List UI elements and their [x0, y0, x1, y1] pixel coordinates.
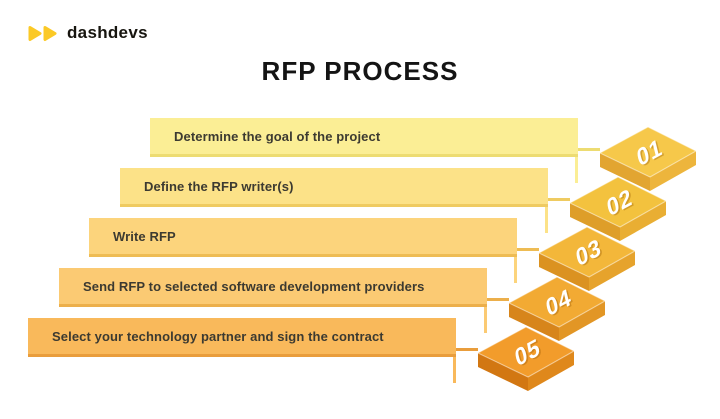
badge-left-face	[509, 303, 559, 341]
step-label: Determine the goal of the project	[174, 128, 381, 144]
badge-top-face	[538, 226, 636, 278]
logo: dashdevs	[28, 23, 148, 43]
logo-text: dashdevs	[67, 23, 148, 42]
badge-right-face	[528, 351, 574, 391]
step-bar: Define the RFP writer(s)	[120, 168, 548, 207]
badge-right-face	[620, 201, 666, 241]
step-number-badge: 02 02	[569, 176, 667, 241]
badge-left-face	[478, 353, 528, 391]
connector-stub	[575, 157, 578, 183]
connector-line	[517, 248, 539, 251]
badge-top-face	[477, 326, 575, 378]
step-label: Write RFP	[113, 228, 176, 244]
step-number-badge: 03 03	[538, 226, 636, 291]
step-label: Select your technology partner and sign …	[52, 328, 384, 344]
badge-right-face	[559, 301, 605, 341]
badge-left-face	[539, 253, 589, 291]
badge-top-face	[599, 126, 697, 178]
step-number-badge: 04 04	[508, 276, 606, 341]
connector-line	[578, 148, 600, 151]
badge-right-face	[650, 151, 696, 191]
step-label: Send RFP to selected software developmen…	[83, 278, 425, 294]
badge-left-face	[570, 203, 620, 241]
step-bar: Write RFP	[89, 218, 517, 257]
step-number-badge: 05 05	[477, 326, 575, 391]
badge-top-face	[569, 176, 667, 228]
connector-stub	[514, 257, 517, 283]
step-bar: Select your technology partner and sign …	[28, 318, 456, 357]
step-number-badge: 01 01	[599, 126, 697, 191]
double-play-icon	[28, 25, 57, 41]
connector-stub	[545, 207, 548, 233]
connector-line	[456, 348, 478, 351]
step-bar: Send RFP to selected software developmen…	[59, 268, 487, 307]
connector-line	[548, 198, 570, 201]
badge-left-face	[600, 153, 650, 191]
badge-right-face	[589, 251, 635, 291]
badge-top-face	[508, 276, 606, 328]
step-bar: Determine the goal of the project	[150, 118, 578, 157]
connector-stub	[484, 307, 487, 333]
page-title: RFP PROCESS	[261, 56, 459, 86]
connector-line	[487, 298, 509, 301]
connector-stub	[453, 357, 456, 383]
step-label: Define the RFP writer(s)	[144, 178, 294, 194]
